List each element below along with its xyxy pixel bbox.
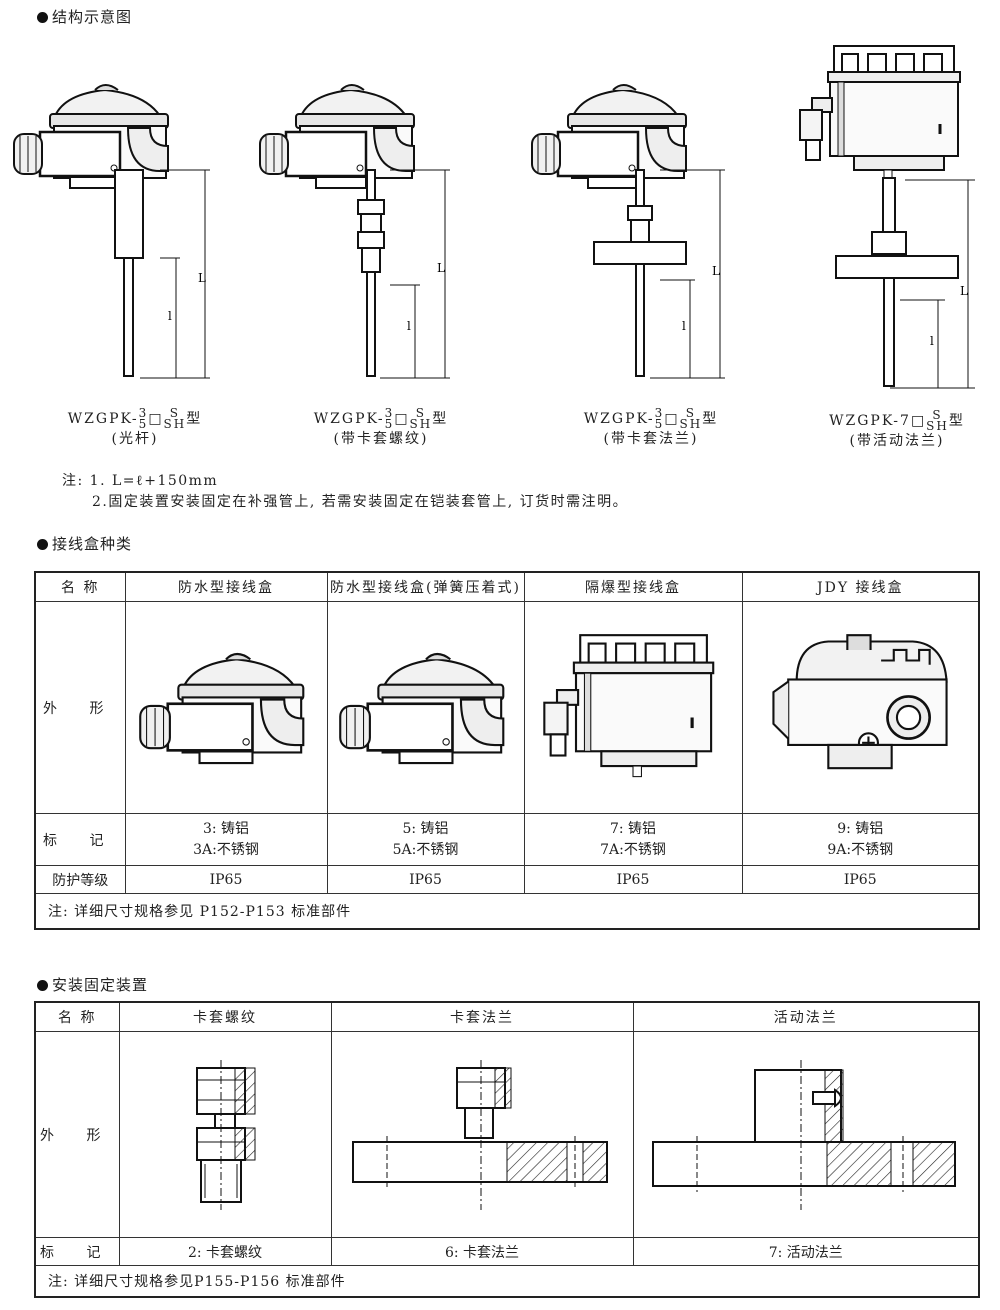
model-4-drawing: Ll (798, 44, 975, 389)
bullet-icon (37, 980, 48, 991)
explosion-proof-box-image (523, 601, 743, 814)
model-1-drawing: Ll (12, 83, 210, 379)
header-name-label: 名 称 (34, 571, 126, 602)
bullet-icon (37, 12, 48, 23)
shape-row-label: 外 形 (34, 601, 126, 814)
protection-cell: IP65 (124, 865, 328, 894)
note-line-2: 2.固定装置安装固定在补强管上, 若需安装固定在铠装套管上, 订货时需注明。 (92, 494, 629, 510)
header-name-label: 名 称 (34, 1001, 120, 1032)
junction-box-table: 名 称 防水型接线盒 防水型接线盒(弹簧压着式) 隔爆型接线盒 JDY 接线盒 … (34, 571, 980, 930)
svg-text:L: L (712, 264, 720, 278)
svg-text:l: l (168, 309, 172, 323)
jdy-box-image (741, 601, 980, 814)
svg-text:L: L (198, 271, 206, 285)
column-header: 隔爆型接线盒 (523, 571, 743, 602)
column-header: 卡套螺纹 (118, 1001, 332, 1032)
protection-cell: IP65 (741, 865, 980, 894)
section-title-structure: 结构示意图 (37, 6, 132, 27)
ferrule-thread-image (118, 1031, 332, 1238)
note-line-1: 注: 1. L=ℓ+150mm (62, 473, 219, 489)
movable-flange-image (632, 1031, 980, 1238)
protection-cell: IP65 (326, 865, 525, 894)
column-header: 防水型接线盒 (124, 571, 328, 602)
mark-cell: 6: 卡套法兰 (330, 1237, 634, 1266)
svg-text:l: l (682, 319, 686, 333)
ferrule-flange-image (330, 1031, 634, 1238)
column-header: JDY 接线盒 (741, 571, 980, 602)
junction-table-note: 注: 详细尺寸规格参见 P152-P153 标准部件 (34, 893, 980, 930)
model-3-drawing: Ll (530, 83, 725, 379)
svg-text:l: l (930, 334, 934, 348)
svg-text:L: L (960, 284, 968, 298)
mounting-table-note: 注: 详细尺寸规格参见P155-P156 标准部件 (34, 1265, 980, 1298)
mounting-table: 名 称 卡套螺纹 卡套法兰 活动法兰 外 形 (34, 1001, 980, 1298)
section-title-mounting: 安装固定装置 (37, 974, 148, 995)
shape-row-label: 外 形 (34, 1031, 120, 1238)
bullet-icon (37, 539, 48, 550)
svg-text:L: L (437, 261, 445, 275)
mark-cell: 7: 活动法兰 (632, 1237, 980, 1266)
structure-diagram: Ll Ll Ll Ll (12, 44, 975, 389)
mark-cell: 2: 卡套螺纹 (118, 1237, 332, 1266)
waterproof-box-image (124, 601, 328, 814)
model-2-drawing: Ll (258, 83, 450, 379)
protection-row-label: 防护等级 (34, 865, 126, 894)
column-header: 防水型接线盒(弹簧压着式) (326, 571, 525, 602)
spring-box-image (326, 601, 525, 814)
column-header: 活动法兰 (632, 1001, 980, 1032)
mark-row-label: 标 记 (34, 1237, 120, 1266)
protection-cell: IP65 (523, 865, 743, 894)
section-title-junction: 接线盒种类 (37, 533, 132, 554)
mark-row-label: 标 记 (34, 813, 126, 866)
svg-text:l: l (407, 319, 411, 333)
column-header: 卡套法兰 (330, 1001, 634, 1032)
